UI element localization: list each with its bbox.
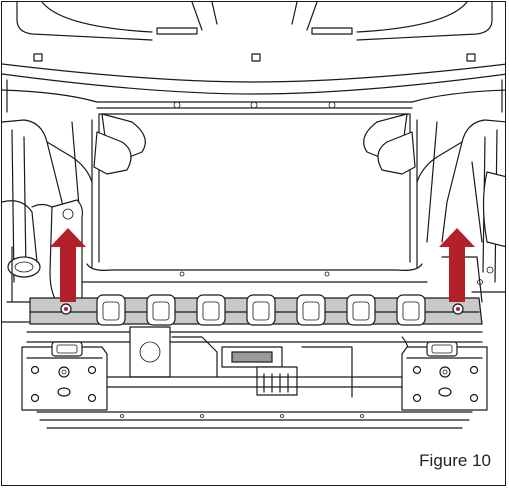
bottom-rail (36, 411, 473, 429)
lower-frame (81, 263, 428, 283)
mounting-bracket (29, 294, 483, 326)
upper-body (2, 2, 505, 113)
lower-mechanism (26, 326, 483, 398)
upper-cross-member (91, 101, 418, 268)
up-arrow-icon (439, 228, 475, 302)
right-hinge-plate (401, 341, 488, 411)
up-arrow-icon (50, 228, 86, 302)
right-side-structure (363, 113, 505, 303)
figure-caption: Figure 10 (419, 451, 491, 470)
left-hinge-plate (21, 341, 108, 411)
